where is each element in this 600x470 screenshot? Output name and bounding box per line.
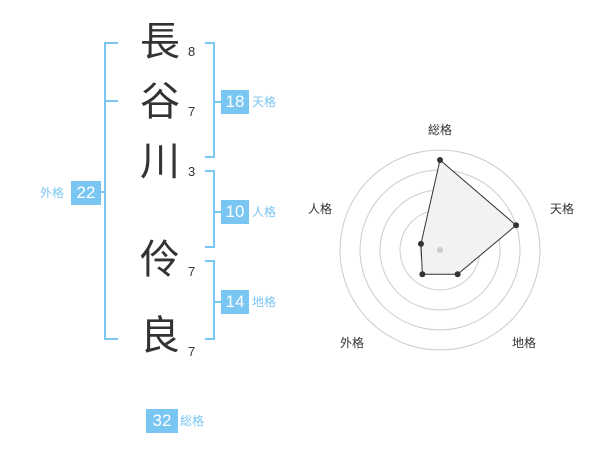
jinkaku-connector (215, 211, 221, 213)
gaikaku-value-badge: 22 (71, 181, 101, 205)
radar-axis-label-soukaku: 総格 (428, 123, 453, 137)
radar-axis-label-jinkaku: 人格 (308, 202, 333, 216)
jinkaku-bracket (205, 170, 215, 248)
name-char-2: 谷 (140, 79, 180, 125)
radar-grid-ring (419, 229, 461, 271)
stroke-count-3: 3 (188, 164, 196, 179)
stroke-count-5: 7 (188, 344, 196, 359)
radar-axis-label-tenkaku: 天格 (550, 202, 575, 216)
radar-axis-label-chikaku: 地格 (512, 336, 537, 350)
jinkaku-label: 人格 (252, 205, 277, 219)
radar-series-polygon (420, 159, 517, 275)
tenkaku-value-badge: 18 (221, 90, 249, 114)
stroke-count-2: 7 (188, 104, 196, 119)
chikaku-value-badge: 14 (221, 290, 249, 314)
name-char-5: 良 (140, 313, 180, 359)
radar-grid-ring (339, 149, 541, 351)
radar-grid-ring (399, 209, 481, 291)
chikaku-bracket (205, 260, 215, 340)
radar-point-3 (419, 271, 426, 278)
chikaku-label: 地格 (252, 295, 277, 309)
chikaku-connector (215, 301, 221, 303)
soukaku-label: 総格 (180, 414, 205, 428)
stroke-count-1: 8 (188, 44, 196, 59)
name-char-3: 川 (140, 139, 180, 185)
gaikaku-label: 外格 (40, 186, 65, 200)
radar-grid-ring (359, 169, 521, 331)
radar-axis-label-gaikaku: 外格 (340, 336, 365, 350)
radar-point-2 (454, 271, 461, 278)
jinkaku-value-badge: 10 (221, 200, 249, 224)
radar-center-dot (437, 247, 443, 253)
gaikaku-connector (98, 191, 104, 193)
tenkaku-connector (215, 101, 221, 103)
soukaku-value-badge: 32 (146, 409, 178, 433)
tenkaku-label: 天格 (252, 95, 277, 109)
name-char-1: 長 (140, 19, 180, 65)
radar-point-4 (417, 240, 424, 247)
gaikaku-tick-upper (104, 100, 118, 102)
name-char-4: 伶 (140, 237, 180, 283)
radar-grid-ring (379, 189, 501, 311)
stroke-count-4: 7 (188, 264, 196, 279)
tenkaku-bracket (205, 42, 215, 158)
gaikaku-bracket (104, 42, 118, 340)
radar-point-1 (513, 222, 520, 229)
radar-point-0 (437, 157, 443, 163)
